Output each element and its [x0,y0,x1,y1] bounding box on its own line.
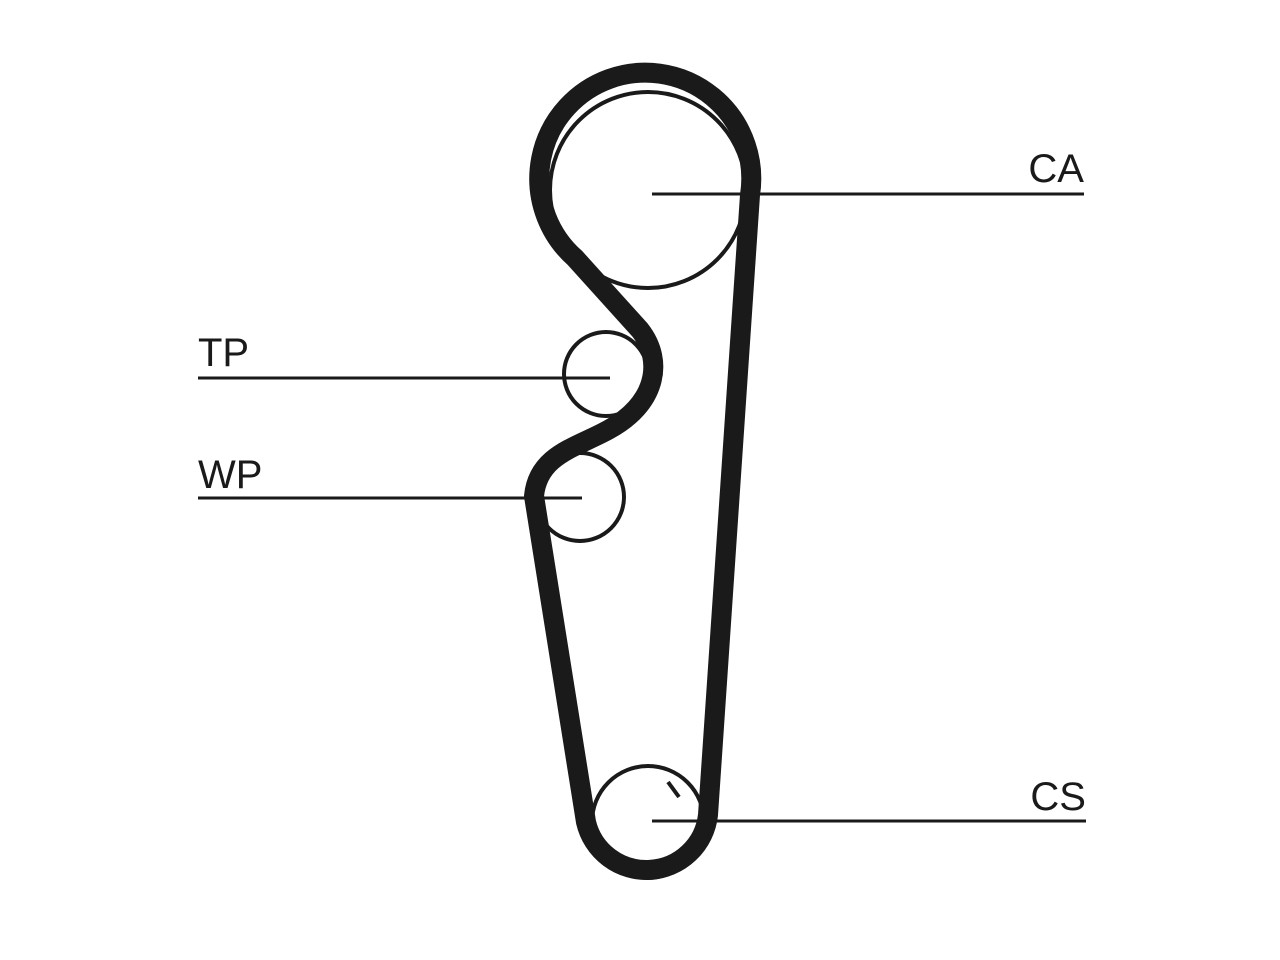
camshaft-label: CA [1028,147,1084,191]
crankshaft-label: CS [1030,775,1086,819]
tensioner-label: TP [198,331,249,375]
crankshaft-timing-mark [666,780,681,799]
water-pump-label: WP [198,453,262,497]
timing-belt [524,62,762,880]
